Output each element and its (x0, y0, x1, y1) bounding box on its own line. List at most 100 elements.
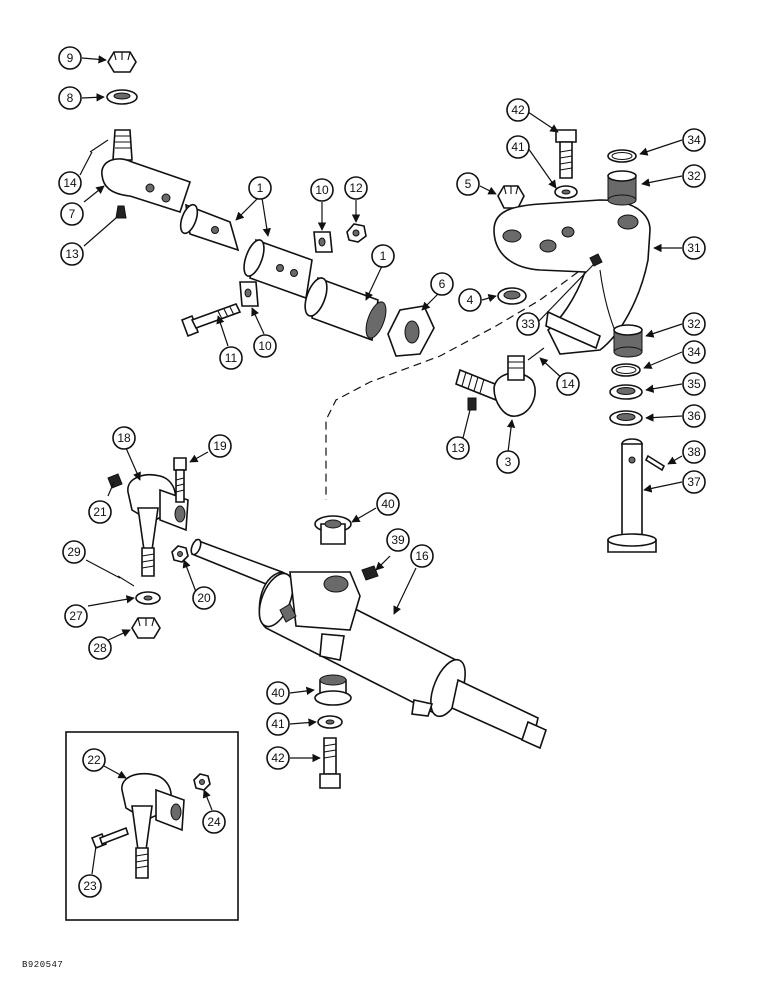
tie-rod-end-18 (127, 474, 189, 577)
callout-23: 23 (78, 874, 102, 898)
seal-4 (497, 287, 527, 305)
bolt-42-upper (555, 129, 577, 179)
bearing-32-lower (613, 324, 643, 358)
callout-35: 35 (682, 372, 706, 396)
washer-35 (609, 384, 643, 400)
svg-text:13: 13 (65, 247, 79, 261)
svg-text:31: 31 (687, 241, 701, 255)
washer-36 (609, 410, 643, 426)
svg-text:32: 32 (687, 169, 701, 183)
callout-19: 19 (208, 434, 232, 458)
svg-text:42: 42 (511, 103, 525, 117)
svg-text:1: 1 (380, 249, 387, 263)
grease-fitting-13 (115, 205, 127, 219)
washer-41-upper (554, 185, 578, 199)
svg-text:11: 11 (225, 351, 238, 365)
callout-8: 8 (58, 86, 82, 110)
callout-34-upper: 34 (682, 128, 706, 152)
callout-20: 20 (192, 586, 216, 610)
bushing-40-lower (314, 674, 352, 706)
tie-rod-end-3 (455, 355, 536, 417)
svg-text:13: 13 (451, 441, 465, 455)
callout-40-upper: 40 (376, 492, 400, 516)
tie-rod-end-7 (101, 129, 192, 214)
callout-42-lower: 42 (266, 746, 290, 770)
svg-text:10: 10 (315, 183, 329, 197)
callout-1-upper: 1 (248, 176, 272, 200)
callout-18: 18 (112, 426, 136, 450)
clamp-10-upper (313, 231, 333, 253)
svg-text:14: 14 (561, 377, 575, 391)
roll-pin-38 (644, 454, 666, 472)
svg-text:35: 35 (687, 377, 701, 391)
callout-21: 21 (88, 500, 112, 524)
callout-1-lower: 1 (371, 244, 395, 268)
callout-9: 9 (58, 46, 82, 70)
callout-29: 29 (62, 540, 86, 564)
callout-4: 4 (458, 288, 482, 312)
svg-text:19: 19 (213, 439, 227, 453)
cotter-pin-29 (117, 575, 135, 587)
svg-text:34: 34 (687, 345, 701, 359)
inset-frame (65, 731, 239, 921)
callout-32-upper: 32 (682, 164, 706, 188)
callout-38: 38 (682, 440, 706, 464)
callout-6: 6 (430, 272, 454, 296)
svg-text:9: 9 (67, 51, 74, 65)
adjusting-tube-1a (179, 203, 240, 252)
leader-lines (79, 55, 683, 875)
svg-text:41: 41 (271, 717, 285, 731)
callout-31: 31 (682, 236, 706, 260)
castellated-nut-28 (131, 617, 161, 639)
svg-text:6: 6 (439, 277, 446, 291)
o-ring-34-upper (607, 149, 637, 163)
bolt-23 (90, 826, 130, 850)
cotter-pin-14 (89, 139, 109, 153)
grease-fitting-21 (107, 473, 123, 489)
callout-27: 27 (64, 604, 88, 628)
svg-text:8: 8 (67, 91, 74, 105)
svg-text:37: 37 (687, 475, 701, 489)
seal-ring-8 (106, 89, 138, 105)
callout-42-upper: 42 (506, 98, 530, 122)
svg-text:40: 40 (381, 497, 395, 511)
adjusting-tube-1b (243, 238, 313, 300)
svg-text:39: 39 (391, 533, 405, 547)
svg-text:20: 20 (197, 591, 211, 605)
svg-text:7: 7 (69, 207, 76, 221)
callout-14-lower: 14 (556, 372, 580, 396)
cotter-pin-14-lower (527, 347, 545, 361)
svg-text:28: 28 (93, 641, 107, 655)
svg-text:42: 42 (271, 751, 285, 765)
hex-nut-6 (387, 305, 435, 357)
callout-28: 28 (88, 636, 112, 660)
svg-text:14: 14 (63, 176, 77, 190)
svg-text:27: 27 (69, 609, 83, 623)
callout-16: 16 (410, 544, 434, 568)
callout-13: 13 (60, 242, 84, 266)
clamp-10-lower (239, 281, 259, 307)
castellated-nut-5 (497, 185, 525, 209)
svg-text:16: 16 (415, 549, 429, 563)
svg-text:4: 4 (467, 293, 474, 307)
tie-rod-end-22 (121, 772, 185, 879)
king-pin-37 (607, 438, 657, 553)
svg-text:29: 29 (67, 545, 81, 559)
callout-34-lower: 34 (682, 340, 706, 364)
callout-37: 37 (682, 470, 706, 494)
bolt-19 (173, 457, 187, 503)
figure-code: B920547 (22, 960, 64, 970)
o-ring-34-lower (611, 363, 641, 377)
callout-5: 5 (456, 172, 480, 196)
bolt-11 (180, 303, 242, 338)
bushing-40-upper (314, 515, 352, 545)
callout-11: 11 (219, 346, 243, 370)
callout-33: 33 (516, 312, 540, 336)
assembly-centerline (325, 271, 579, 500)
steering-arm-31 (493, 199, 651, 355)
castellated-nut-9 (107, 51, 137, 73)
svg-text:40: 40 (271, 686, 285, 700)
nut-12 (346, 223, 367, 243)
svg-text:12: 12 (349, 181, 363, 195)
callout-10-upper: 10 (310, 178, 334, 202)
